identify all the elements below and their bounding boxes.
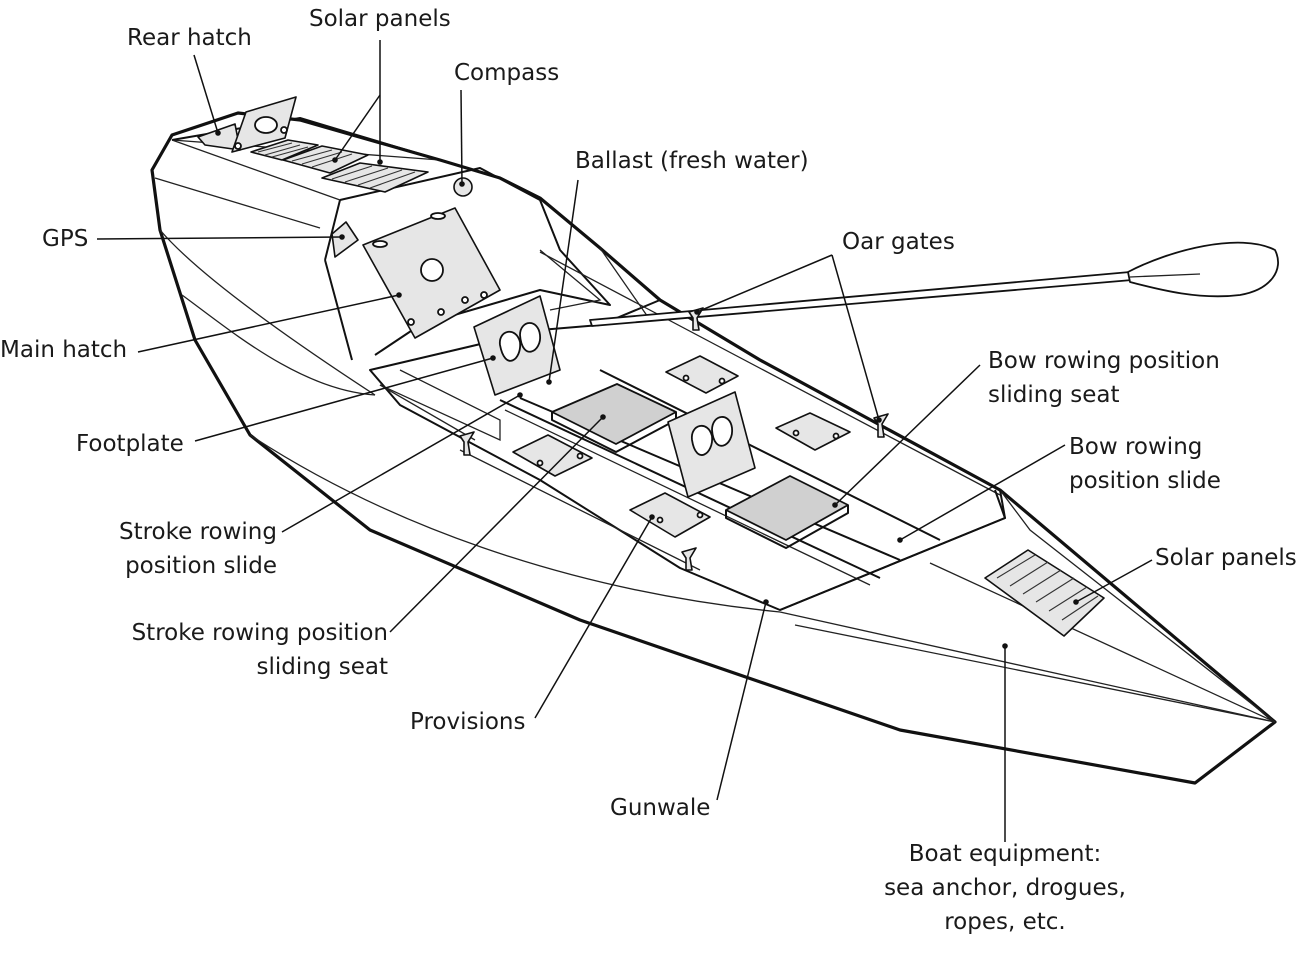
- label-stroke-slide: Stroke rowing position slide: [100, 515, 277, 583]
- compass-icon: [453, 177, 473, 197]
- label-oar-gates: Oar gates: [842, 229, 955, 255]
- oar-gates: [459, 307, 889, 571]
- label-bow-slide: Bow rowing position slide: [1069, 430, 1221, 498]
- label-bow-sliding-seat-line2: sliding seat: [988, 382, 1120, 408]
- label-boat-equipment: Boat equipment: sea anchor, drogues, rop…: [870, 837, 1140, 939]
- oar: [589, 241, 1279, 327]
- cockpit: [369, 247, 1006, 611]
- label-provisions: Provisions: [410, 709, 526, 735]
- label-stroke-sliding-seat-line2: sliding seat: [256, 654, 389, 680]
- leader-lines: [96, 40, 1153, 842]
- label-stroke-slide-line2: position slide: [125, 553, 277, 579]
- solar-panels-rear: [250, 139, 429, 193]
- label-boat-equipment-line2: sea anchor, drogues,: [884, 875, 1126, 901]
- label-bow-slide-line2: position slide: [1069, 468, 1221, 494]
- label-gunwale: Gunwale: [610, 795, 711, 821]
- label-gps: GPS: [42, 226, 89, 252]
- label-stroke-sliding-seat-line1: Stroke rowing position: [131, 620, 388, 646]
- provisions-hatches: [512, 355, 851, 538]
- main-hatch: [362, 207, 501, 339]
- stroke-seat: [473, 295, 677, 453]
- label-solar-panels-top: Solar panels: [309, 6, 451, 32]
- label-compass: Compass: [454, 60, 560, 86]
- label-bow-slide-line1: Bow rowing: [1069, 434, 1203, 460]
- label-boat-equipment-line3: ropes, etc.: [944, 909, 1066, 935]
- bow-deck: [779, 489, 1105, 637]
- label-main-hatch: Main hatch: [0, 337, 128, 363]
- label-rear-hatch: Rear hatch: [127, 25, 252, 51]
- label-bow-sliding-seat: Bow rowing position sliding seat: [988, 344, 1220, 412]
- label-boat-equipment-line1: Boat equipment:: [908, 841, 1102, 867]
- rear-hatch: [197, 96, 297, 153]
- label-ballast: Ballast (fresh water): [575, 148, 809, 174]
- gps-unit: [331, 221, 359, 258]
- label-stroke-sliding-seat: Stroke rowing position sliding seat: [100, 616, 388, 684]
- bow-seat: [667, 391, 849, 549]
- label-stroke-slide-line1: Stroke rowing: [118, 519, 277, 545]
- label-solar-panels-bow: Solar panels: [1155, 545, 1297, 571]
- label-footplate: Footplate: [76, 431, 184, 457]
- label-bow-sliding-seat-line1: Bow rowing position: [988, 348, 1220, 374]
